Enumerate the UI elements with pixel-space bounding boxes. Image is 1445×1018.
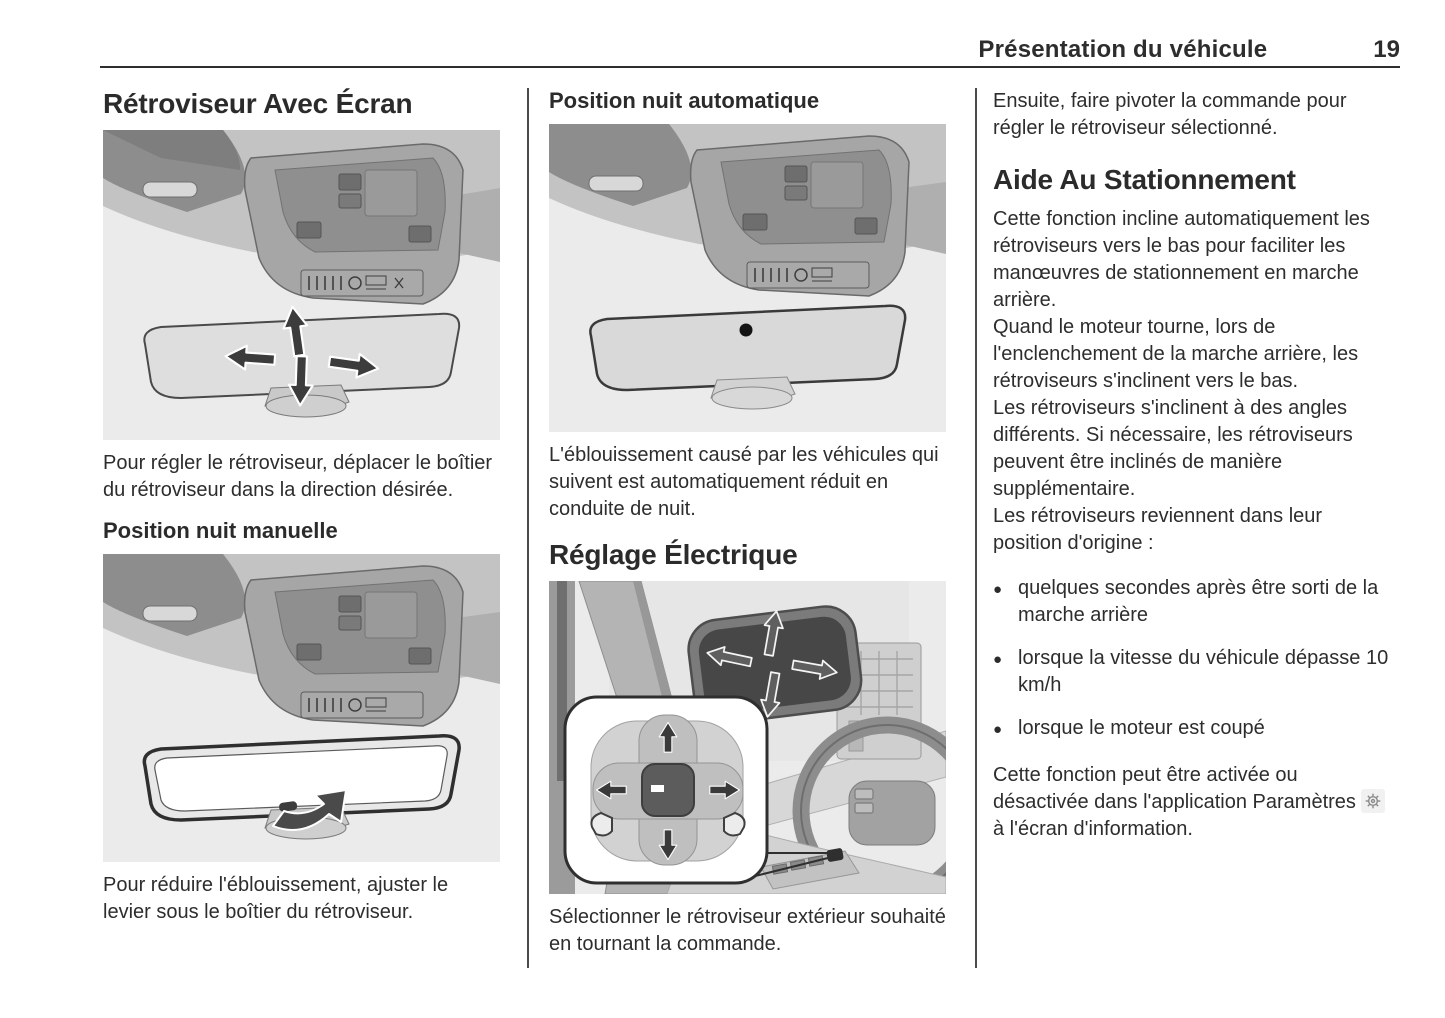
list-item: lorsque le moteur est coupé bbox=[993, 715, 1390, 743]
column-divider-1 bbox=[527, 88, 529, 968]
manual-night-illustration bbox=[103, 554, 500, 862]
chapter-title: Présentation du véhicule bbox=[978, 36, 1268, 63]
figure-manual-night-lever bbox=[103, 554, 500, 862]
column-3: Ensuite, faire pivoter la commande pour … bbox=[993, 88, 1390, 857]
column-divider-2 bbox=[975, 88, 977, 968]
para-electric-adjust: Sélectionner le rétroviseur extérieur so… bbox=[549, 906, 946, 955]
page-number: 19 bbox=[1373, 36, 1400, 63]
auto-night-illustration bbox=[549, 124, 946, 432]
subheading-manual-night: Position nuit manuelle bbox=[103, 518, 338, 543]
settings-text-before: Cette fonction peut être activée ou désa… bbox=[993, 764, 1356, 813]
para-park-assist-1: Cette fonction incline automatiquement l… bbox=[993, 208, 1370, 311]
section-heading-park-assist: Aide Au Stationnement bbox=[993, 164, 1296, 195]
para-park-assist-4: Les rétroviseurs reviennent dans leur po… bbox=[993, 505, 1323, 554]
page-header: Présentation du véhicule 19 bbox=[100, 36, 1400, 64]
column-2: Position nuit automatique bbox=[549, 88, 946, 972]
mirror-adjust-illustration bbox=[103, 130, 500, 440]
para-park-assist-3: Les rétroviseurs s'inclinent à des angle… bbox=[993, 397, 1353, 500]
figure-mirror-adjust-arrows bbox=[103, 130, 500, 440]
para-mirror-adjust: Pour régler le rétroviseur, déplacer le … bbox=[103, 452, 493, 501]
para-rotate-control: Ensuite, faire pivoter la commande pour … bbox=[993, 90, 1347, 139]
para-park-assist-2: Quand le moteur tourne, lors de l'enclen… bbox=[993, 316, 1359, 392]
para-settings-app: Cette fonction peut être activée ou désa… bbox=[993, 762, 1390, 843]
figure-electric-adjust bbox=[549, 581, 946, 894]
para-manual-night: Pour réduire l'éblouissement, ajuster le… bbox=[103, 874, 449, 923]
gear-icon bbox=[1361, 789, 1386, 813]
list-item: lorsque la vitesse du véhicule dépasse 1… bbox=[993, 645, 1390, 699]
column-1: Rétroviseur Avec Écran bbox=[103, 88, 500, 940]
settings-text-after: à l'écran d'information. bbox=[993, 818, 1193, 840]
para-auto-night: L'éblouissement causé par les véhicules … bbox=[549, 444, 939, 520]
list-item: quelques secondes après être sorti de la… bbox=[993, 575, 1390, 629]
section-heading-electric: Réglage Électrique bbox=[549, 539, 798, 570]
section-heading-mirror-screen: Rétroviseur Avec Écran bbox=[103, 88, 413, 119]
subheading-auto-night: Position nuit automatique bbox=[549, 88, 820, 113]
electric-adjust-illustration bbox=[549, 581, 946, 894]
header-rule bbox=[100, 66, 1400, 68]
figure-auto-night-mirror bbox=[549, 124, 946, 432]
